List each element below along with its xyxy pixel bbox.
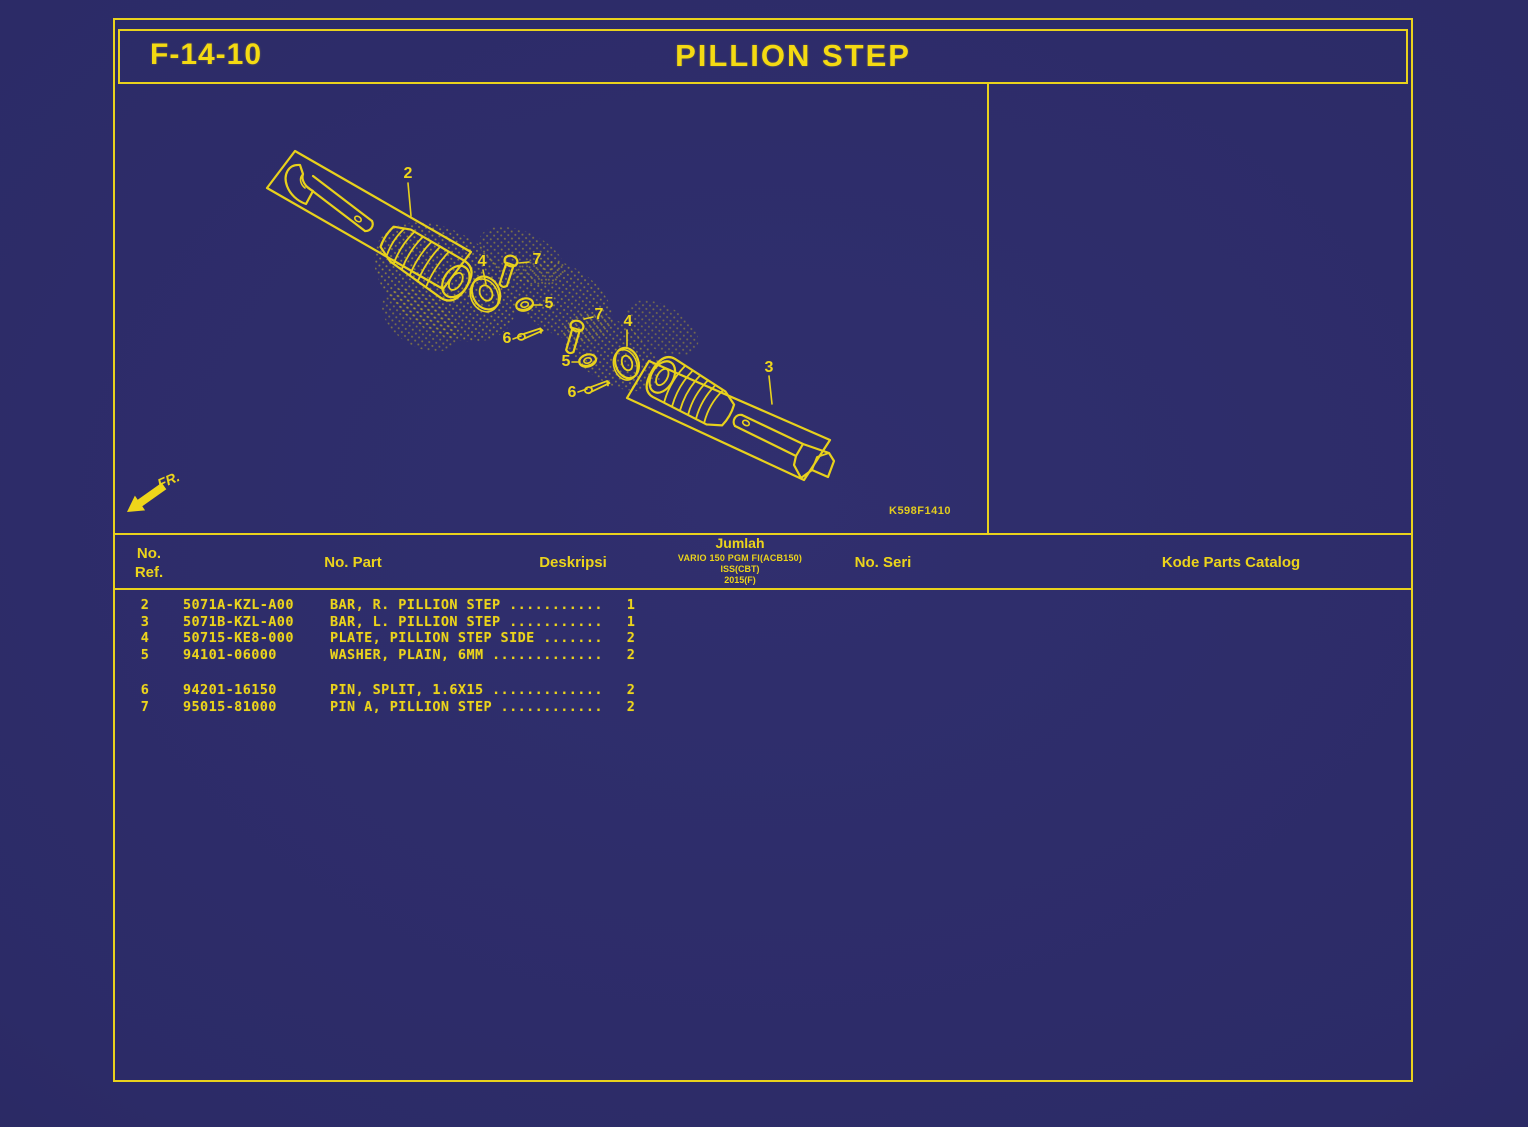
label-5b: 5 — [562, 353, 571, 370]
fr-label: FR. — [155, 468, 182, 492]
part-2-bar-right — [265, 149, 473, 302]
label-5a: 5 — [545, 295, 554, 312]
row-description: WASHER, PLAIN, 6MM ............. — [330, 646, 603, 663]
row-quantity: 2 — [626, 630, 636, 646]
row-ref: 4 — [140, 630, 150, 646]
page-frame — [113, 18, 1413, 1082]
part-6-split-pin-a — [516, 327, 544, 341]
parts-diagram-svg: 2 4 7 5 6 7 4 5 6 3 FR. — [127, 149, 836, 512]
label-7a: 7 — [533, 251, 542, 268]
row-part-number: 5071B-KZL-A00 — [183, 613, 294, 630]
row-part-number: 50715-KE8-000 — [183, 630, 294, 646]
table-row: 7 95015-81000 PIN A, PILLION STEP ........… — [113, 699, 1413, 716]
row-quantity: 2 — [626, 682, 636, 698]
label-4a: 4 — [478, 253, 487, 270]
row-part-number: 94201-16150 — [183, 682, 277, 698]
col-header-kode: Kode Parts Catalog — [1161, 554, 1301, 571]
label-4b: 4 — [624, 313, 633, 330]
label-2: 2 — [404, 165, 413, 182]
row-ref: 2 — [140, 597, 150, 613]
row-description: BAR, R. PILLION STEP ........... — [330, 597, 603, 613]
row-quantity: 1 — [626, 613, 636, 630]
table-row: 3 5071B-KZL-A00 BAR, L. PILLION STEP .....… — [113, 614, 1413, 631]
part-7-pin-a — [498, 254, 519, 288]
row-description: PIN, SPLIT, 1.6X15 ............. — [330, 682, 603, 698]
col-header-part: No. Part — [324, 554, 382, 571]
row-description: BAR, L. PILLION STEP ........... — [330, 613, 603, 630]
table-row: 5 94101-06000 WASHER, PLAIN, 6MM .........… — [113, 647, 1413, 664]
part-4-plate-b — [612, 346, 641, 381]
label-7b: 7 — [595, 306, 604, 323]
page-code: F-14-10 — [150, 38, 263, 71]
table-row: 6 94201-16150 PIN, SPLIT, 1.6X15 .........… — [113, 682, 1413, 699]
col-header-ref: No. Ref. — [134, 545, 164, 581]
row-quantity: 2 — [626, 698, 636, 715]
table-body: 2 5071A-KZL-A00 BAR, R. PILLION STEP .....… — [113, 597, 1413, 715]
row-ref: 6 — [140, 682, 150, 698]
row-ref: 5 — [140, 646, 150, 663]
row-ref: 3 — [140, 613, 150, 630]
part-6-split-pin-b — [584, 380, 611, 395]
table-row: 2 5071A-KZL-A00 BAR, R. PILLION STEP .....… — [113, 597, 1413, 614]
row-description: PLATE, PILLION STEP SIDE ....... — [330, 630, 603, 646]
row-part-number: 94101-06000 — [183, 646, 277, 663]
col-header-seri: No. Seri — [854, 554, 912, 571]
part-3-bar-left — [625, 355, 836, 482]
part-labels: 2 4 7 5 6 7 4 5 6 3 — [404, 165, 774, 401]
part-7-pin-b — [565, 319, 585, 355]
col-header-desc: Deskripsi — [539, 554, 607, 571]
part-4-plate-a — [469, 275, 502, 313]
diagram-right-divider — [987, 84, 989, 533]
fr-direction-indicator: FR. — [127, 468, 182, 512]
leader-lines — [407, 182, 773, 405]
row-ref: 7 — [140, 698, 150, 715]
row-part-number: 5071A-KZL-A00 — [183, 597, 294, 613]
row-part-number: 95015-81000 — [183, 698, 277, 715]
row-description: PIN A, PILLION STEP ............ — [330, 698, 603, 715]
table-header: No. Ref. No. Part Deskripsi Jumlah VARIO… — [113, 533, 1413, 590]
page-title: PILLION STEP — [675, 38, 911, 73]
figure-code: K598F1410 — [889, 505, 951, 517]
label-3: 3 — [765, 359, 774, 376]
label-6a: 6 — [503, 330, 512, 347]
header-box: F-14-10 PILLION STEP — [118, 29, 1408, 84]
row-quantity: 2 — [626, 646, 636, 663]
part-5-washer-a — [515, 297, 535, 312]
row-quantity: 1 — [626, 597, 636, 613]
fr-arrow-icon — [127, 482, 167, 512]
col-header-jumlah: Jumlah VARIO 150 PGM FI(ACB150) ISS(CBT)… — [677, 535, 803, 585]
table-row: 4 50715-KE8-000 PLATE, PILLION STEP SIDE .… — [113, 630, 1413, 647]
label-6b: 6 — [568, 384, 577, 401]
